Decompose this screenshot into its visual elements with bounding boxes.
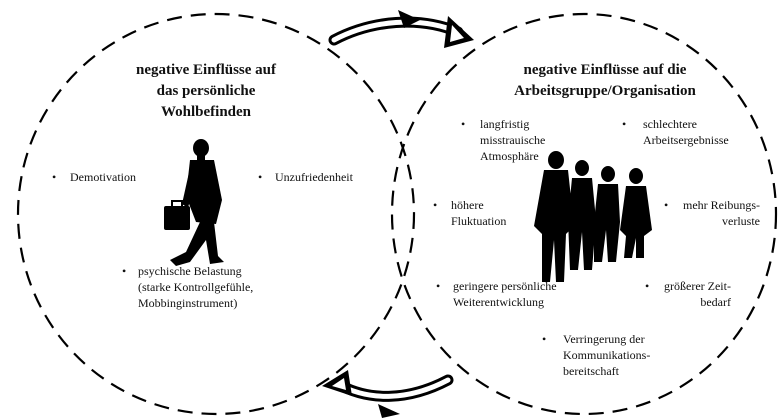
item-line: bereitschaft — [563, 364, 619, 378]
title-line: negative Einflüsse auf — [135, 62, 276, 78]
bullet-icon: • — [258, 170, 263, 184]
item-line: Verringerung der — [563, 332, 645, 346]
title-line: negative Einflüsse auf die — [523, 62, 687, 78]
item-line: psychische Belastung — [138, 264, 242, 278]
bullet-icon: • — [461, 117, 466, 131]
bullet-icon: • — [122, 264, 127, 278]
item-line: Weiterentwicklung — [453, 295, 545, 309]
item-line: mehr Reibungs- — [683, 198, 760, 212]
bullet-icon: • — [664, 198, 669, 212]
item-mehr-reibungsverluste: mehr Reibungs- verluste — [683, 197, 760, 229]
left-circle-title: negative Einflüsse auf das persönliche W… — [96, 60, 316, 123]
item-demotivation: Demotivation — [70, 169, 136, 185]
item-line: verluste — [722, 214, 760, 228]
right-circle-title: negative Einflüsse auf die Arbeitsgruppe… — [470, 60, 740, 102]
item-verringerung-kommunikationsbereitschaft: Verringerung der Kommunikations- bereits… — [563, 331, 650, 379]
item-line: Kommunikations- — [563, 348, 651, 362]
item-hoehere-fluktuation: höhere Fluktuation — [451, 197, 506, 229]
item-line: geringere persönliche — [453, 279, 557, 293]
curved-arrow-top-icon — [328, 10, 474, 48]
item-line: schlechtere — [643, 117, 697, 131]
item-line: größerer Zeit- — [664, 279, 731, 293]
bullet-icon: • — [542, 332, 547, 346]
left-dashed-circle — [16, 12, 416, 416]
item-line: misstrauische — [480, 133, 546, 147]
item-psychische-belastung: psychische Belastung (starke Kontrollgef… — [138, 263, 253, 311]
item-schlechtere-arbeitsergebnisse: schlechtere Arbeitsergebnisse — [643, 116, 729, 148]
bullet-icon: • — [622, 117, 627, 131]
bullet-icon: • — [645, 279, 650, 293]
item-unzufriedenheit: Unzufriedenheit — [275, 169, 353, 185]
business-team-icon — [534, 151, 652, 282]
item-line: bedarf — [700, 295, 731, 309]
bullet-icon: • — [436, 279, 441, 293]
item-groesserer-zeitbedarf: größerer Zeit- bedarf — [664, 278, 731, 310]
walking-businessman-icon — [164, 139, 224, 266]
item-misstrauische-atmosphaere: langfristig misstrauische Atmosphäre — [480, 116, 545, 164]
title-line: Wohlbefinden — [160, 104, 252, 120]
title-line: das persönliche — [156, 83, 256, 99]
item-line: Unzufriedenheit — [275, 170, 353, 184]
item-line: (starke Kontrollgefühle, — [138, 280, 254, 294]
title-line: Arbeitsgruppe/Organisation — [514, 83, 696, 99]
item-line: Fluktuation — [451, 214, 507, 228]
item-geringere-weiterentwicklung: geringere persönliche Weiterentwicklung — [453, 278, 557, 310]
right-dashed-circle — [390, 12, 778, 416]
bullet-icon: • — [433, 198, 438, 212]
item-line: Demotivation — [70, 170, 136, 184]
item-line: Mobbinginstrument) — [138, 296, 238, 310]
bullet-icon: • — [52, 170, 57, 184]
item-line: höhere — [451, 198, 484, 212]
curved-arrow-bottom-icon — [322, 370, 454, 418]
item-line: Atmosphäre — [480, 149, 539, 163]
item-line: langfristig — [480, 117, 530, 131]
item-line: Arbeitsergebnisse — [643, 133, 729, 147]
